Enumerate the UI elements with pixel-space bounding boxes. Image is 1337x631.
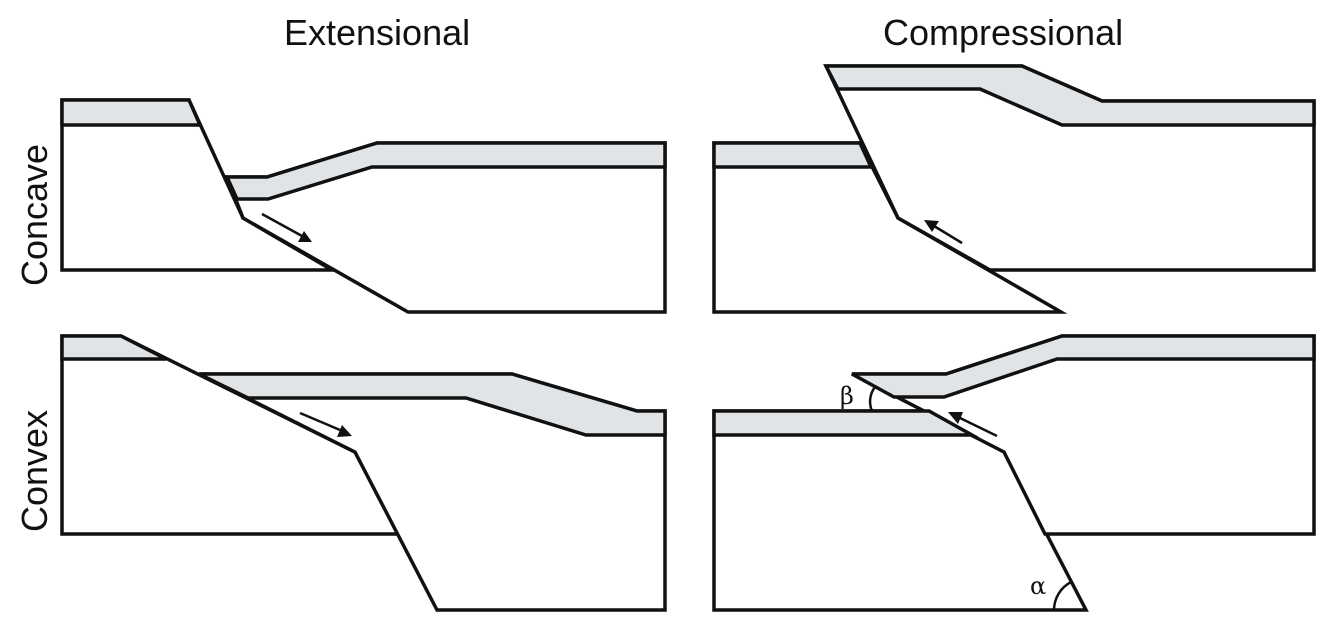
panel-extensional-convex bbox=[60, 334, 667, 612]
strata-layer-hangingwall bbox=[823, 64, 1316, 127]
strata-layer-hangingwall bbox=[851, 334, 1316, 399]
panel-compressional-convex: β α bbox=[712, 334, 1316, 612]
angle-beta-arc bbox=[868, 386, 877, 412]
angle-alpha-label: α bbox=[1030, 572, 1046, 600]
column-title-extensional: Extensional bbox=[284, 12, 471, 53]
slip-arrow bbox=[299, 411, 352, 437]
strata-layer-footwall bbox=[712, 409, 979, 437]
angle-beta-label: β bbox=[840, 382, 854, 410]
strata-layer-footwall bbox=[60, 334, 167, 361]
strata-layer-footwall bbox=[712, 141, 874, 169]
panel-compressional-concave bbox=[712, 64, 1316, 314]
panel-extensional-concave bbox=[60, 98, 667, 314]
column-title-compressional: Compressional bbox=[883, 12, 1124, 53]
strata-layer-hangingwall bbox=[198, 372, 667, 437]
strata-layer-footwall bbox=[60, 98, 203, 127]
strata-layer-hangingwall bbox=[224, 141, 667, 201]
slip-arrow bbox=[261, 212, 312, 242]
slip-arrow bbox=[948, 412, 998, 438]
slip-arrow bbox=[924, 220, 963, 245]
angle-alpha-arc bbox=[1052, 580, 1072, 611]
